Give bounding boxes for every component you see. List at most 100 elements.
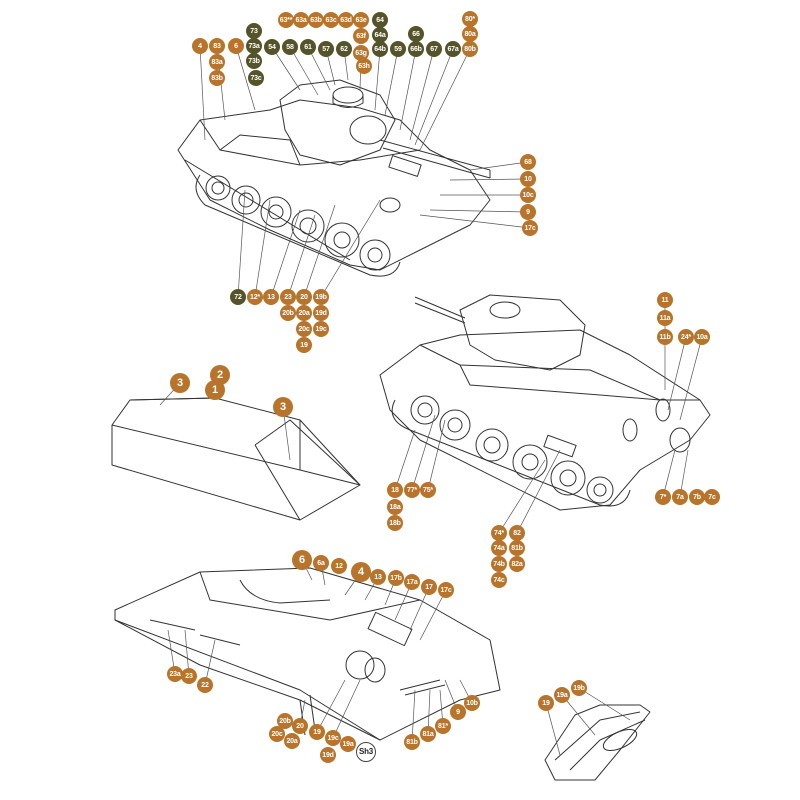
hull-assembly-callout-10: 23 [181,668,197,684]
tank-top-view-callout-9: 54 [264,39,280,55]
tank-top-view-callout-38: 17c [522,220,538,236]
tank-top-view-callout-36: 10c [520,187,536,203]
tank-top-view-callout-0: 4 [192,38,208,54]
hull-assembly-callout-0: 6 [292,550,312,570]
hull-assembly-callout-5: 17b [388,570,404,586]
tank-rear-view-callout-3: 24* [678,329,694,345]
hull-assembly [114,567,501,741]
tank-top-view-callout-1: 83 [209,38,225,54]
tank-top-view-callout-34: 68 [520,154,536,170]
tank-top-view-callout-24: 64a [372,27,388,43]
tank-top-view-callout-28: 66b [408,41,424,57]
track-detail-callout-2: 19b [571,680,587,696]
tank-top-view-callout-19: 63e [353,12,369,28]
tank-rear-view-callout-5: 18 [387,482,403,498]
tank-top-view-callout-10: 58 [282,39,298,55]
tank-rear-view-callout-17: 7* [655,489,671,505]
track-detail-callout-0: 19 [538,695,554,711]
tank-rear-view-callout-11: 82 [509,525,525,541]
tank-top-view-callout-6: 73a [246,38,262,54]
tank-rear-view-callout-18: 7a [672,489,688,505]
track-detail-callout-1: 19a [554,687,570,703]
tank-top-view-callout-15: 63a [293,12,309,28]
road-wheels-rear [410,395,614,504]
tank-top-view-callout-7: 73b [246,53,262,69]
hull-box [111,397,361,521]
tank-rear-view-callout-8: 18a [387,499,403,515]
hull-assembly-callout-4: 13 [370,569,386,585]
tank-top-view-callout-5: 73 [246,23,262,39]
hull-assembly-callout-18: 19d [320,747,336,763]
tank-top-view-callout-48: 19b [313,289,329,305]
tank-top-view-callout-22: 63h [356,58,372,74]
hull-assembly-callout-12: 20b [277,713,293,729]
tank-top-view-callout-11: 61 [300,39,316,55]
tank-top-view-callout-45: 20b [280,305,296,321]
hull-assembly-callout-2: 12 [331,558,347,574]
tank-rear-view-callout-1: 11a [657,310,673,326]
tank-rear-view-callout-15: 82a [509,556,525,572]
hull-assembly-callout-24: 9 [450,704,466,720]
tank-rear-view-callout-4: 10a [694,329,710,345]
tank-rear-view-callout-7: 75* [420,482,436,498]
road-wheels-top [205,175,391,271]
hull-assembly-callout-11: 22 [197,677,213,693]
tank-top-view-callout-42: 23 [280,289,296,305]
hull-assembly-callout-16: 19 [309,724,325,740]
hull-assembly-callout-1: 6a [313,555,329,571]
hull-box-callout-3: 3 [273,397,293,417]
tank-rear-view-callout-10: 74* [491,525,507,541]
tank-top-view-callout-23: 64 [372,12,388,28]
hull-assembly-callout-22: 81a [420,726,436,742]
tank-top-view-callout-29: 67 [426,41,442,57]
hull-assembly-callout-25: 10b [464,695,480,711]
tank-top-view-callout-44: 20a [296,305,312,321]
tank-rear-view-callout-6: 77* [404,482,420,498]
tank-rear-view-callout-16: 74c [491,572,507,588]
tank-top-view-callout-33: 80b [462,41,478,57]
tank-top-view-callout-39: 72 [230,289,246,305]
tank-top-view-callout-27: 66 [408,26,424,42]
tank-top-view-callout-40: 12* [247,289,263,305]
tank-top-view-callout-26: 59 [390,41,406,57]
tank-top-view-callout-17: 63c [323,12,339,28]
hull-assembly-callout-19: 19a [340,736,356,752]
tank-top-view-callout-14: 63** [278,12,294,28]
tank-rear-view-callout-12: 74a [491,540,507,556]
hull-assembly-callout-15: 20 [292,718,308,734]
tank-top-view-callout-43: 20 [296,289,312,305]
tank-rear-view-callout-9: 18b [387,515,403,531]
tank-top-view-callout-3: 83b [209,70,225,86]
tank-top-view-callout-4: 6 [228,38,244,54]
hull-box-callout-2: 1 [205,380,225,400]
tank-top-view-callout-30: 67a [445,41,461,57]
tank-top-view-callout-8: 73c [248,70,264,86]
tank-rear-view-callout-19: 7b [689,489,705,505]
tank-top-view-callout-41: 13 [263,289,279,305]
hull-assembly-callout-7: 17 [421,579,437,595]
tank-top-view-callout-46: 20c [296,321,312,337]
tank-top [177,79,491,277]
tank-top-view-callout-13: 62 [336,41,352,57]
tank-top-view-callout-50: 19c [313,321,329,337]
tank-top-view-callout-32: 80a [462,26,478,42]
leader-lines [159,45,703,756]
tank-top-view-callout-31: 80* [462,11,478,27]
tank-rear-view-callout-20: 7c [704,489,720,505]
tank-top-view-callout-12: 57 [318,41,334,57]
tank-top-view-callout-25: 64b [372,41,388,57]
hull-assembly-callout-14: 20a [284,733,300,749]
tank-rear-view-callout-0: 11 [657,292,673,308]
tank-top-view-callout-35: 10 [520,171,536,187]
hull-assembly-callout-20: Sh3 [356,742,376,762]
tank-rear-view-callout-14: 74b [491,556,507,572]
tank-top-view-callout-21: 63g [353,45,369,61]
hull-assembly-callout-17: 19c [325,730,341,746]
tank-top-view-callout-18: 63d [338,12,354,28]
hull-assembly-callout-6: 17a [404,574,420,590]
hull-assembly-callout-8: 17c [438,582,454,598]
hull-assembly-callout-21: 81b [404,734,420,750]
hull-box-callout-0: 3 [170,373,190,393]
